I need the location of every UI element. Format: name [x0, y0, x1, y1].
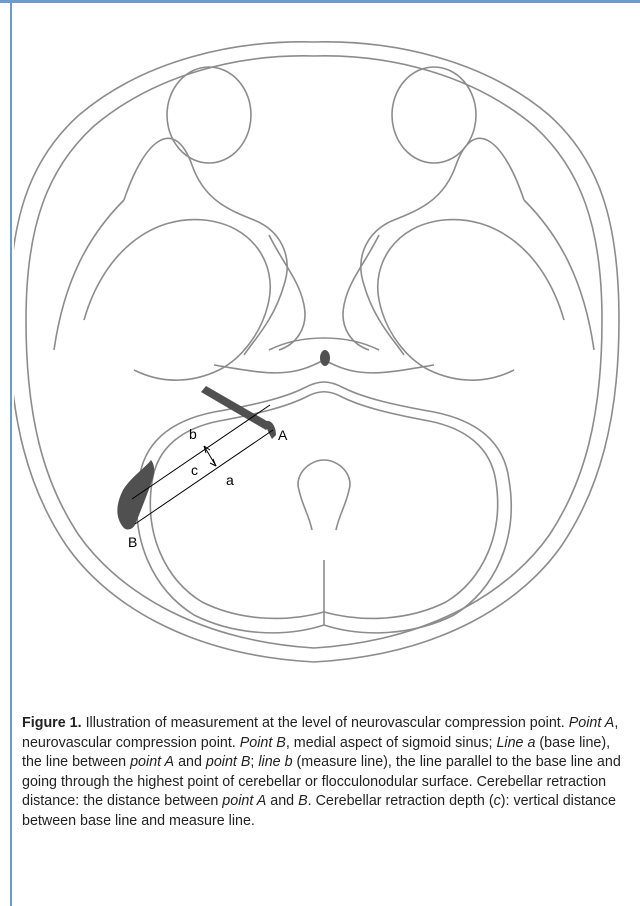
caption-term: point B	[206, 754, 251, 770]
caption-text: Illustration of measurement at the level…	[82, 715, 569, 731]
right-middle-fossa	[378, 220, 564, 381]
caption-term: Point A	[569, 715, 615, 731]
skull-base-diagram: A B a b c	[14, 20, 634, 680]
figure-frame-left	[10, 3, 12, 906]
caption-term: point A	[222, 793, 266, 809]
caption-term: Point B	[240, 735, 286, 751]
figure-caption: Figure 1. Illustration of measurement at…	[22, 714, 622, 831]
label-line-b: b	[189, 426, 197, 442]
left-orbit	[167, 67, 251, 163]
label-depth-c: c	[191, 462, 198, 478]
line-a	[135, 430, 273, 524]
caption-text: and	[174, 754, 206, 770]
figure-frame-top	[0, 0, 640, 3]
left-lateral-wall	[54, 200, 124, 350]
skull-inner-outline	[26, 56, 602, 648]
sphenoid-left	[269, 235, 305, 350]
caption-text: and	[266, 793, 298, 809]
caption-term: line b	[258, 754, 292, 770]
caption-term: c	[494, 793, 501, 809]
depth-c-arrowhead-bottom	[210, 459, 216, 466]
clivus-top	[269, 338, 379, 350]
label-point-b: B	[128, 534, 137, 550]
right-lateral-wall	[524, 200, 594, 350]
caption-term: Line a	[496, 735, 535, 751]
skull-outline	[14, 42, 619, 662]
label-point-a: A	[278, 427, 288, 443]
caption-term: B	[298, 793, 308, 809]
caption-text: . Cerebellar retraction depth (	[308, 793, 494, 809]
nerve-compression-mark	[264, 421, 276, 439]
caption-text: , medial aspect of sigmoid sinus;	[286, 735, 497, 751]
sigmoid-sinus	[117, 460, 154, 529]
caption-term: point A	[130, 754, 174, 770]
clivus-dot	[320, 350, 330, 366]
line-b	[132, 405, 270, 499]
sphenoid-right	[343, 235, 379, 350]
foramen-magnum	[298, 460, 350, 530]
label-line-a: a	[226, 472, 234, 488]
left-middle-fossa	[84, 220, 270, 381]
figure-label: Figure 1.	[22, 715, 82, 731]
